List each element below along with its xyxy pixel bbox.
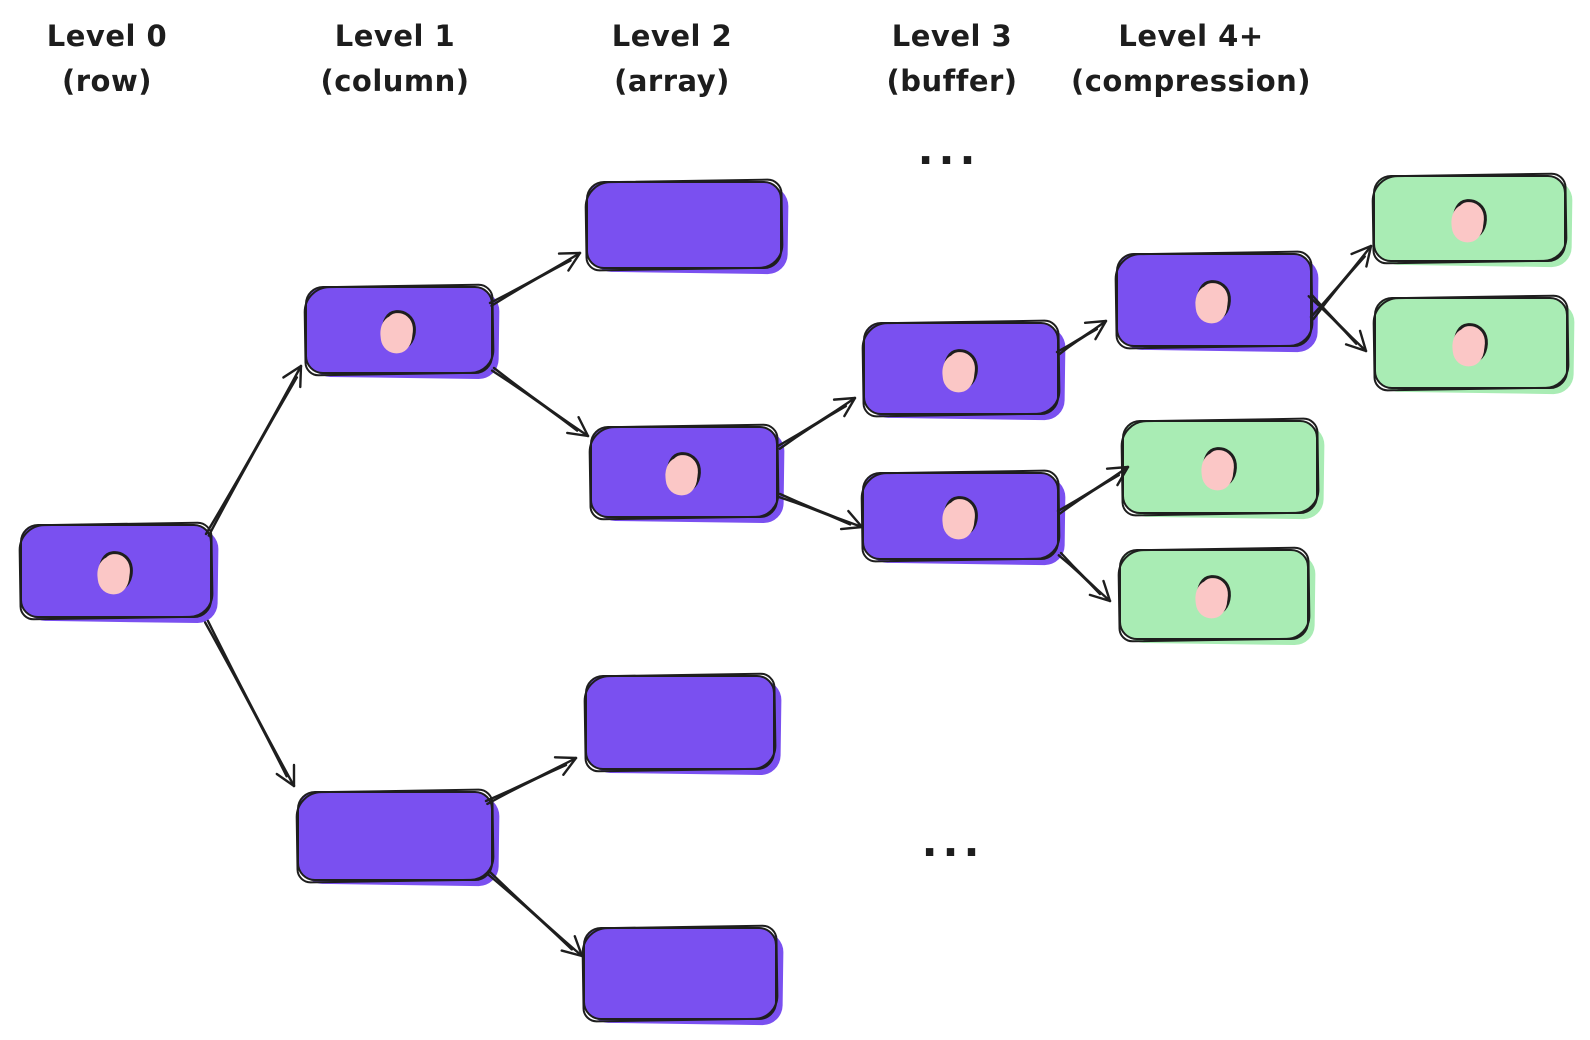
tree-node-level2-arr-c [583, 672, 782, 776]
node-body [585, 675, 775, 770]
column-sublabel: (row) [61, 64, 153, 98]
node-sketch-outline [583, 672, 777, 773]
tree-node-level4-green-1 [1371, 172, 1573, 268]
column-label: Level 2 [611, 19, 733, 53]
column-header-level4: Level 4+ (compression) [1071, 14, 1311, 104]
column-sublabel: (array) [614, 64, 730, 98]
tree-node-level2-arr-b [588, 423, 785, 524]
ellipsis-bottom: ... [921, 817, 985, 866]
node-body [1119, 549, 1309, 640]
tree-node-level0-row [18, 521, 219, 624]
tree-node-level4-green-2 [1372, 294, 1575, 395]
tree-node-level4-green-4 [1117, 546, 1316, 646]
column-sublabel: (column) [320, 64, 470, 98]
tree-node-level2-arr-a [584, 178, 789, 275]
column-header-level2: Level 2 (array) [612, 14, 732, 104]
node-sketch-outline [581, 924, 779, 1023]
column-header-level1: Level 1 (column) [320, 14, 469, 104]
column-header-level0: Level 0 (row) [47, 14, 167, 104]
column-label: Level 4+ [1118, 19, 1264, 53]
ellipsis-top: ... [917, 125, 981, 174]
tree-node-level1-col-b [295, 788, 500, 887]
node-body [586, 181, 782, 269]
column-sublabel: (compression) [1070, 64, 1312, 98]
node-sketch-outline [295, 788, 495, 884]
tree-node-level4-green-3 [1120, 417, 1325, 520]
node-sketch-outline [584, 178, 784, 272]
tree-node-level4-comp-a [1114, 250, 1319, 353]
tree-node-level3-buf-b [860, 469, 1066, 566]
column-label: Level 1 [334, 19, 456, 53]
node-body [297, 791, 493, 881]
column-header-level3: Level 3 (buffer) [886, 14, 1017, 104]
column-label: Level 3 [891, 19, 1013, 53]
column-sublabel: (buffer) [886, 64, 1018, 98]
column-label: Level 0 [46, 19, 168, 53]
node-body [583, 927, 777, 1020]
tree-node-level2-arr-d [581, 924, 784, 1026]
tree-node-level1-col-a [303, 283, 500, 380]
tree-node-level3-buf-a [861, 319, 1066, 421]
